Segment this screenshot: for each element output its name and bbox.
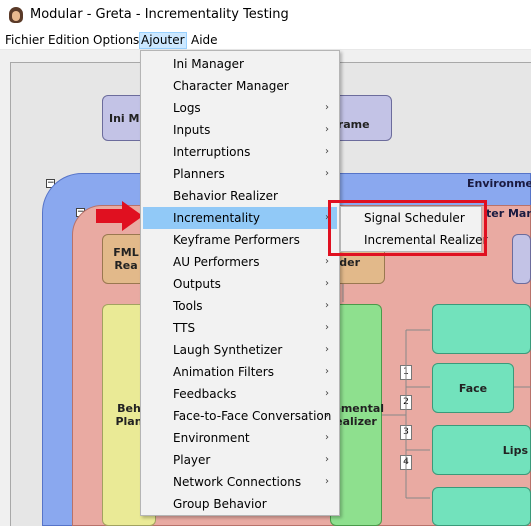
incrementality-submenu: Signal Scheduler Incremental Realizer <box>340 206 488 252</box>
submenu-arrow-icon: › <box>325 102 329 113</box>
face-node[interactable]: Face <box>432 363 514 413</box>
submenu-arrow-icon: › <box>325 344 329 355</box>
teal-module-node-bottom[interactable] <box>432 487 531 526</box>
ini-manager-frame-label: Ini Ma <box>109 111 147 125</box>
submenu-arrow-icon: › <box>325 476 329 487</box>
teal-module-node[interactable] <box>432 304 531 354</box>
submenu-arrow-icon: › <box>325 432 329 443</box>
submenu-arrow-icon: › <box>325 454 329 465</box>
menu-item-tools[interactable]: Tools› <box>143 295 337 317</box>
menu-item-network-connections[interactable]: Network Connections› <box>143 471 337 493</box>
menu-item-group-behavior[interactable]: Group Behavior <box>173 497 267 511</box>
menu-ajouter[interactable]: Ajouter <box>139 32 187 49</box>
submenu-arrow-icon: › <box>325 388 329 399</box>
submenu-arrow-icon: › <box>325 410 329 421</box>
submenu-arrow-icon: › <box>325 256 329 267</box>
menu-item-player[interactable]: Player› <box>143 449 337 471</box>
menu-item-animation-filters[interactable]: Animation Filters› <box>143 361 337 383</box>
character-manager-label: ter Mana <box>486 207 531 220</box>
face-node-label: Face <box>458 381 488 395</box>
submenu-arrow-icon: › <box>325 146 329 157</box>
ajouter-dropdown-menu: Ini Manager Character Manager Logs› Inpu… <box>140 50 340 516</box>
menu-item-inputs[interactable]: Inputs› <box>143 119 337 141</box>
submenu-item-signal-scheduler[interactable]: Signal Scheduler <box>364 211 465 225</box>
menu-item-interruptions[interactable]: Interruptions› <box>143 141 337 163</box>
menu-item-face-to-face-conversation[interactable]: Face-to-Face Conversation› <box>143 405 337 427</box>
menu-item-ini-manager[interactable]: Ini Manager <box>173 57 244 71</box>
title-bar: Modular - Greta - Incrementality Testing <box>0 0 531 30</box>
submenu-item-incremental-realizer[interactable]: Incremental Realizer <box>364 233 488 247</box>
lips-node[interactable]: Lips <box>432 425 531 475</box>
menu-aide[interactable]: Aide <box>191 33 218 47</box>
signal-frame[interactable]: g Frame <box>330 95 392 141</box>
app-icon <box>9 7 23 23</box>
menu-item-logs[interactable]: Logs› <box>143 97 337 119</box>
submenu-arrow-icon: › <box>325 322 329 333</box>
submenu-arrow-icon: › <box>325 168 329 179</box>
menu-bar: Fichier Edition Options Ajouter Aide <box>0 30 531 50</box>
menu-item-feedbacks[interactable]: Feedbacks› <box>143 383 337 405</box>
submenu-arrow-icon: › <box>325 300 329 311</box>
menu-item-laugh-synthetizer[interactable]: Laugh Synthetizer› <box>143 339 337 361</box>
submenu-arrow-icon: › <box>325 212 329 223</box>
menu-item-keyframe-performers[interactable]: Keyframe Performers <box>173 233 300 247</box>
menu-options[interactable]: Options <box>93 33 140 47</box>
environment-label: Environmen <box>467 177 531 190</box>
submenu-arrow-icon: › <box>325 366 329 377</box>
menu-item-planners[interactable]: Planners› <box>143 163 337 185</box>
menu-edition[interactable]: Edition <box>48 33 90 47</box>
menu-item-tts[interactable]: TTS› <box>143 317 337 339</box>
menu-item-environment[interactable]: Environment› <box>143 427 337 449</box>
menu-item-outputs[interactable]: Outputs› <box>143 273 337 295</box>
red-arrow-icon <box>96 201 143 231</box>
window-title: Modular - Greta - Incrementality Testing <box>30 7 289 22</box>
menu-item-behavior-realizer[interactable]: Behavior Realizer <box>173 189 278 203</box>
annotation-highlight-box <box>328 200 487 256</box>
menu-item-incrementality[interactable]: Incrementality› <box>143 207 337 229</box>
lips-node-label: Lips <box>502 443 528 457</box>
menu-item-character-manager[interactable]: Character Manager <box>173 79 289 93</box>
submenu-arrow-icon: › <box>325 278 329 289</box>
menu-fichier[interactable]: Fichier <box>5 33 45 47</box>
submenu-arrow-icon: › <box>325 124 329 135</box>
menu-item-au-performers[interactable]: AU Performers› <box>143 251 337 273</box>
